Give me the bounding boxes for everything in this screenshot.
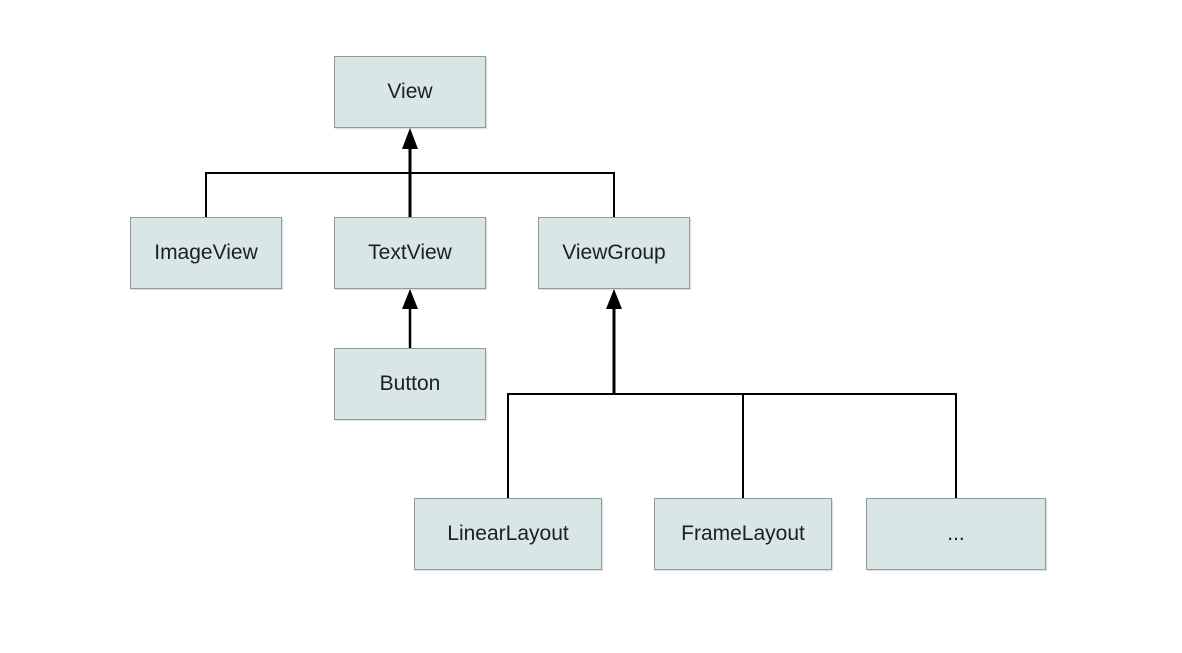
node-more: ...	[866, 498, 1046, 570]
node-linearlayout-label: LinearLayout	[447, 522, 569, 545]
edge-imageview-to-view	[205, 172, 410, 217]
node-imageview: ImageView	[130, 217, 282, 289]
node-button-label: Button	[379, 372, 441, 395]
node-more-label: ...	[947, 522, 965, 545]
arrowhead-view	[402, 128, 418, 149]
edge-viewgroup-to-view	[410, 172, 615, 217]
node-framelayout: FrameLayout	[654, 498, 832, 570]
edge-framelayout-to-viewgroup	[614, 393, 744, 498]
node-linearlayout: LinearLayout	[414, 498, 602, 570]
node-button: Button	[334, 348, 486, 420]
node-framelayout-label: FrameLayout	[681, 522, 805, 545]
arrowhead-textview	[402, 289, 418, 309]
node-viewgroup-label: ViewGroup	[562, 241, 666, 264]
node-textview: TextView	[334, 217, 486, 289]
edge-more-to-viewgroup	[743, 393, 957, 498]
node-textview-label: TextView	[368, 241, 452, 264]
edge-linearlayout-to-viewgroup	[507, 393, 614, 498]
node-view: View	[334, 56, 486, 128]
node-viewgroup: ViewGroup	[538, 217, 690, 289]
arrowhead-viewgroup	[606, 289, 622, 309]
node-imageview-label: ImageView	[154, 241, 258, 264]
node-view-label: View	[387, 80, 433, 103]
